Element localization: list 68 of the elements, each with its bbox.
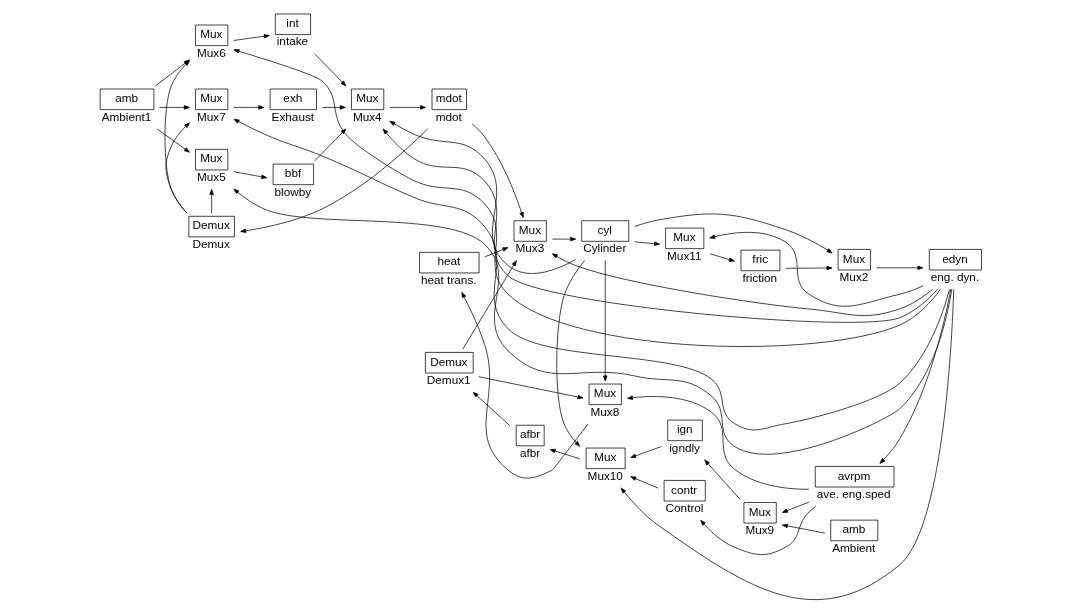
- arrow: [313, 53, 346, 87]
- arrow: [471, 123, 524, 218]
- arrow: [781, 501, 809, 513]
- arrow: [483, 247, 508, 258]
- node-label: friction: [741, 270, 777, 284]
- arrow: [165, 122, 190, 214]
- node-label: Mux10: [587, 468, 623, 482]
- arrow: [232, 188, 952, 455]
- arrow: [633, 241, 660, 246]
- node-label: igndly: [668, 440, 700, 454]
- arrow: [382, 128, 938, 323]
- arrow: [321, 105, 346, 110]
- arrow: [781, 523, 825, 534]
- arrow: [477, 376, 583, 400]
- arrow: [699, 505, 816, 555]
- node-label: Mux7: [196, 109, 226, 123]
- arrow: [703, 459, 740, 500]
- arrow: [555, 260, 585, 447]
- arrow: [209, 189, 214, 214]
- arrow: [472, 391, 510, 427]
- node-label: ave. eng.sped: [816, 486, 891, 500]
- arrow: [460, 291, 588, 479]
- node-label: Exhaust: [271, 109, 314, 123]
- node-label: Control: [665, 500, 703, 514]
- arrow: [549, 449, 580, 460]
- arrow: [629, 476, 658, 489]
- arrow: [461, 260, 517, 350]
- arrow: [629, 446, 662, 458]
- node-label: intake: [276, 34, 308, 48]
- node-label: Mux11: [666, 248, 701, 262]
- arrow: [156, 128, 190, 153]
- node-label: Mux3: [514, 241, 544, 255]
- arrow: [233, 118, 950, 431]
- arrow: [232, 171, 267, 179]
- node-label: Mux2: [839, 269, 868, 283]
- node-label: Mux4: [352, 109, 382, 123]
- arrow: [602, 260, 607, 382]
- arrow: [784, 265, 832, 271]
- node-label: mdot: [435, 109, 462, 123]
- node-label: Mux9: [744, 522, 774, 536]
- arrow: [875, 265, 923, 270]
- arrow: [388, 105, 426, 110]
- node-label: Demux1: [426, 372, 471, 386]
- node-label: Mux8: [590, 404, 619, 418]
- node-label: Mux5: [196, 169, 226, 183]
- arrow: [239, 128, 428, 233]
- arrow: [626, 395, 809, 490]
- arrow: [232, 34, 270, 41]
- arrow: [551, 253, 933, 316]
- arrow: [158, 105, 190, 110]
- node-label: blowby: [274, 184, 311, 198]
- node-label: afbr: [519, 445, 540, 459]
- node-label: heat trans.: [420, 272, 477, 286]
- node-label: Mux6: [196, 45, 226, 59]
- node-label: Demux: [192, 236, 230, 250]
- arrow: [620, 288, 954, 600]
- node-label: Cylinder: [582, 241, 626, 255]
- arrow: [709, 253, 735, 262]
- arrow: [313, 128, 346, 162]
- arrow: [232, 105, 264, 110]
- arrow: [708, 232, 923, 307]
- node-label: Ambient: [831, 540, 875, 554]
- node-label: Ambient1: [101, 109, 151, 123]
- node-label: eng. dyn.: [930, 269, 979, 283]
- arrow: [879, 288, 951, 464]
- arrow: [551, 236, 576, 242]
- arrow: [233, 49, 941, 347]
- arrow: [633, 213, 833, 254]
